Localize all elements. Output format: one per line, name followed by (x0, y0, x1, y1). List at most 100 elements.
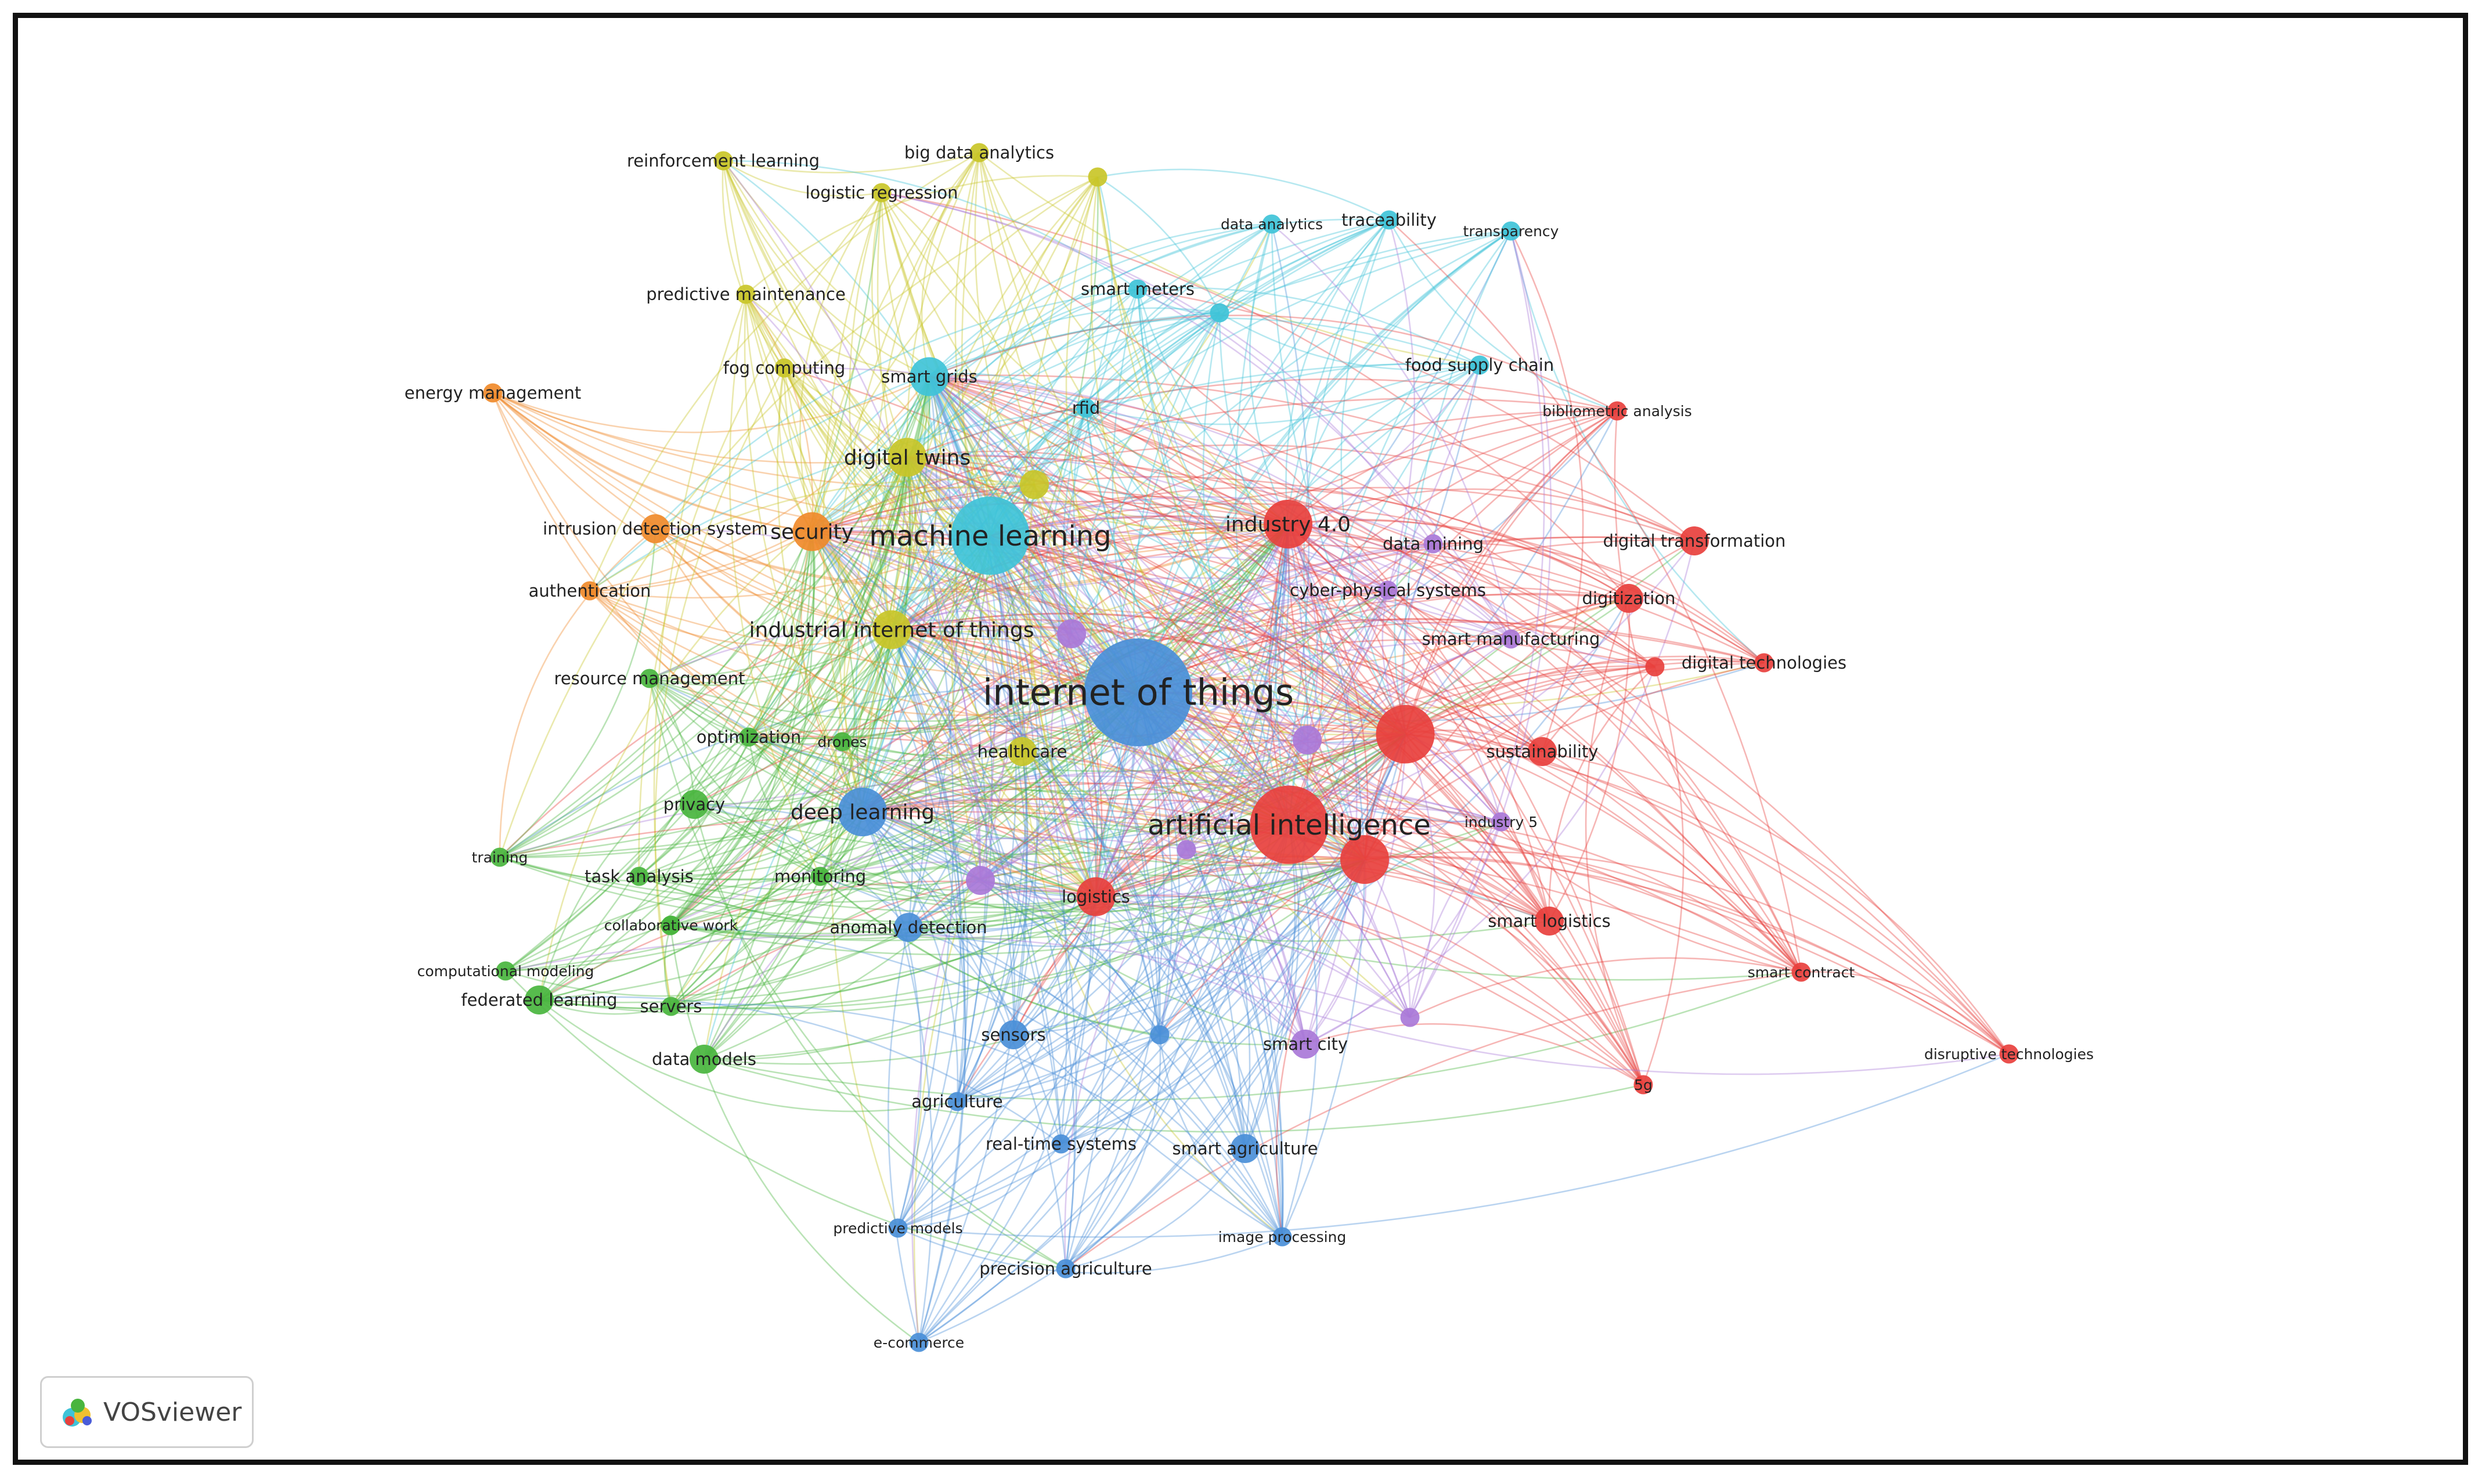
network-link (1249, 223, 1289, 525)
node-digital-technologies[interactable] (1754, 653, 1774, 673)
node-logistics[interactable] (1076, 877, 1116, 916)
node-cyber-physical-systems[interactable] (1378, 580, 1398, 600)
node-digital-twins[interactable] (888, 438, 927, 477)
node-real-time-systems[interactable] (1051, 1134, 1071, 1154)
network-link (655, 528, 1072, 640)
network-link (1271, 223, 1512, 640)
network-link (907, 455, 1655, 668)
node-unlabeled[interactable] (1293, 725, 1322, 754)
node-smart-grids[interactable] (910, 357, 949, 396)
network-link (928, 376, 1406, 735)
node-food-supply-chain[interactable] (1470, 355, 1489, 375)
node-internet-of-things[interactable] (1084, 638, 1192, 746)
node-unlabeled[interactable] (1020, 470, 1049, 499)
node-unlabeled[interactable] (1088, 167, 1108, 187)
network-link (929, 307, 1220, 378)
node-predictive-models[interactable] (888, 1218, 908, 1238)
node-artificial-intelligence[interactable] (1250, 785, 1329, 864)
node-agriculture[interactable] (947, 1092, 967, 1111)
node-smart-agriculture[interactable] (1231, 1134, 1260, 1163)
network-link (811, 490, 1289, 533)
network-link (499, 523, 1289, 858)
node-servers[interactable] (661, 996, 681, 1016)
network-link (1085, 407, 1289, 525)
node-fog-computing[interactable] (774, 358, 794, 378)
node-data-mining[interactable] (1423, 534, 1443, 554)
node-unlabeled[interactable] (1645, 657, 1665, 677)
node-label-security: security (770, 521, 854, 544)
node-unlabeled[interactable] (1376, 705, 1435, 764)
node-monitoring[interactable] (810, 866, 830, 886)
node-industry-5[interactable] (1491, 812, 1511, 832)
network-link (1307, 739, 1502, 823)
node-reinforcement-learning[interactable] (713, 151, 733, 171)
node-authentication[interactable] (580, 581, 600, 601)
node-unlabeled[interactable] (1150, 1025, 1170, 1045)
network-link (841, 741, 1306, 1045)
node-anomaly-detection[interactable] (894, 913, 923, 942)
network-link (799, 192, 883, 532)
node-label-smart-manufacturing: smart manufacturing (1422, 629, 1600, 649)
node-federated-learning[interactable] (525, 985, 554, 1014)
node-traceability[interactable] (1379, 210, 1399, 230)
node-5g[interactable] (1633, 1075, 1653, 1095)
network-link (884, 457, 908, 630)
node-security[interactable] (792, 512, 832, 551)
node-digitization[interactable] (1614, 584, 1643, 613)
node-machine-learning[interactable] (951, 496, 1030, 575)
node-digital-transformation[interactable] (1680, 526, 1709, 555)
node-computational-modeling[interactable] (496, 961, 515, 981)
node-transparency[interactable] (1501, 221, 1521, 241)
node-unlabeled[interactable] (1400, 1008, 1420, 1027)
network-link (1085, 364, 1480, 425)
node-sensors[interactable] (999, 1020, 1028, 1049)
node-data-analytics[interactable] (1262, 214, 1282, 234)
node-deep-learning[interactable] (838, 788, 887, 836)
network-link (505, 629, 893, 972)
node-sustainability[interactable] (1528, 737, 1557, 766)
node-rfid[interactable] (1076, 398, 1096, 418)
node-big-data-analytics[interactable] (969, 143, 989, 163)
node-logistic-regression[interactable] (872, 183, 892, 203)
node-disruptive-technologies[interactable] (1999, 1044, 2019, 1064)
network-link (694, 803, 1550, 942)
node-unlabeled[interactable] (1210, 303, 1229, 323)
network-link (1137, 219, 1390, 693)
node-unlabeled[interactable] (1057, 619, 1086, 648)
node-task-analysis[interactable] (629, 866, 649, 886)
node-smart-city[interactable] (1291, 1030, 1320, 1059)
network-link (989, 535, 1161, 1035)
node-precision-agriculture[interactable] (1056, 1259, 1076, 1279)
network-link (862, 782, 1802, 973)
node-e-commerce[interactable] (909, 1333, 929, 1352)
network-link (1288, 597, 1629, 825)
node-unlabeled[interactable] (1177, 840, 1196, 860)
network-link (784, 367, 1550, 922)
node-drones[interactable] (832, 732, 852, 752)
node-unlabeled[interactable] (966, 866, 995, 895)
node-smart-logistics[interactable] (1535, 907, 1564, 936)
node-data-models[interactable] (690, 1045, 719, 1074)
node-unlabeled[interactable] (661, 916, 680, 936)
node-resource-management[interactable] (640, 669, 659, 688)
node-predictive-maintenance[interactable] (736, 284, 756, 304)
node-healthcare[interactable] (1008, 737, 1037, 766)
node-energy-management[interactable] (483, 383, 503, 403)
node-privacy[interactable] (680, 790, 709, 819)
node-smart-contract[interactable] (1791, 962, 1811, 982)
network-link (1137, 230, 1512, 693)
network-link (694, 803, 1290, 855)
node-smart-meters[interactable] (1128, 279, 1148, 299)
node-training[interactable] (490, 847, 510, 867)
node-intrusion-detection-system[interactable] (641, 514, 670, 543)
node-bibliometric-analysis[interactable] (1607, 401, 1627, 421)
node-industry-4-0[interactable] (1264, 500, 1312, 548)
network-link (1287, 523, 1543, 753)
node-industrial-internet-of-things[interactable] (872, 610, 911, 649)
node-optimization[interactable] (739, 727, 759, 747)
node-unlabeled[interactable] (1340, 835, 1389, 884)
node-image-processing[interactable] (1272, 1227, 1292, 1247)
network-link (897, 824, 1290, 1229)
node-smart-manufacturing[interactable] (1501, 629, 1521, 649)
